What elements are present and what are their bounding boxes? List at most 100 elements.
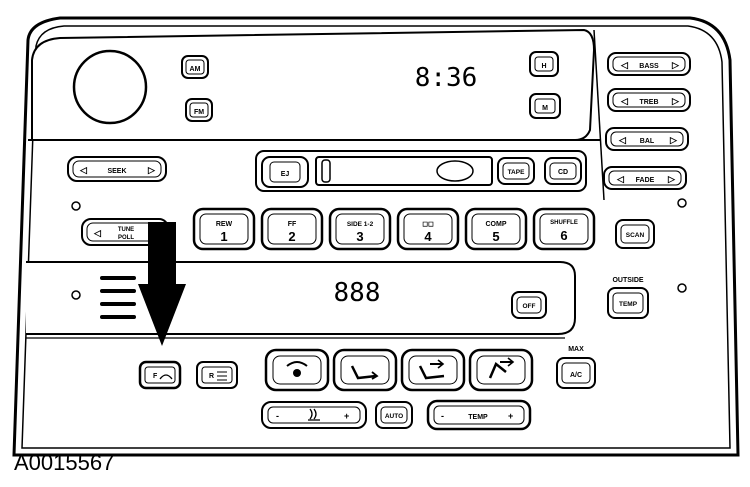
outside-label: OUTSIDE xyxy=(612,277,643,284)
vent-slots xyxy=(100,276,136,319)
audio-controls: ◁ BASS ▷ ◁ TREB ▷ ◁ BAL ▷ ◁ FADE ▷ xyxy=(603,52,691,190)
preset-4-top: ◻◻ xyxy=(422,221,434,228)
preset-1-top: REW xyxy=(216,221,233,228)
svg-text:◁: ◁ xyxy=(79,165,88,175)
preset-4-button[interactable]: ◻◻ 4 xyxy=(396,207,460,251)
auto-button[interactable]: AUTO xyxy=(375,401,413,429)
seek-rocker[interactable]: ◁ SEEK ▷ xyxy=(67,156,167,182)
defrost-floor-icon xyxy=(286,361,308,377)
svg-text:▷: ▷ xyxy=(667,174,676,184)
panel-vent-icon xyxy=(488,357,515,379)
preset-2-top: FF xyxy=(288,221,297,228)
mode-panel-button[interactable] xyxy=(468,348,534,392)
fade-label: FADE xyxy=(636,177,655,184)
mode-panel-floor-button[interactable] xyxy=(400,348,466,392)
cd-button[interactable]: CD xyxy=(544,157,582,185)
preset-3-num: 3 xyxy=(356,229,363,244)
temperature-rocker[interactable]: - TEMP + xyxy=(426,399,532,431)
bass-label: BASS xyxy=(639,63,659,70)
preset-5-button[interactable]: COMP 5 xyxy=(464,207,528,251)
climate-display-band xyxy=(26,261,576,335)
svg-text:◁: ◁ xyxy=(618,135,627,145)
figure-id: A0015567 xyxy=(14,450,115,475)
fan-plus: + xyxy=(344,411,349,421)
volume-knob[interactable] xyxy=(72,49,148,125)
scan-label: SCAN xyxy=(626,232,645,239)
tune-up-button[interactable]: H xyxy=(529,51,559,77)
seek-label: SEEK xyxy=(107,168,126,175)
temp-plus: + xyxy=(508,411,513,421)
am-button[interactable]: AM xyxy=(181,55,209,79)
climate-display: 888 xyxy=(334,278,381,308)
fan-speed-rocker[interactable]: - + xyxy=(261,401,367,429)
scan-button[interactable]: SCAN xyxy=(615,219,655,249)
fm-label: FM xyxy=(194,109,204,116)
svg-text:◁: ◁ xyxy=(620,96,629,106)
preset-1-num: 1 xyxy=(220,229,227,244)
preset-3-button[interactable]: SIDE 1-2 3 xyxy=(328,207,392,251)
tune-sub-label: POLL xyxy=(118,235,134,241)
treble-rocker[interactable]: ◁ TREB ▷ xyxy=(607,88,691,112)
front-defrost-label: F xyxy=(153,373,158,380)
preset-3-top: SIDE 1-2 xyxy=(347,221,374,228)
svg-text:◁: ◁ xyxy=(616,174,625,184)
preset-4-num: 4 xyxy=(424,229,432,244)
preset-1-button[interactable]: REW 1 xyxy=(192,207,256,251)
svg-text:▷: ▷ xyxy=(147,165,156,175)
tune-label: TUNE xyxy=(118,227,134,233)
clock-display: 8:36 xyxy=(415,63,478,93)
balance-rocker[interactable]: ◁ BAL ▷ xyxy=(605,127,689,151)
preset-6-num: 6 xyxy=(560,228,567,243)
temp-minus: - xyxy=(441,411,444,421)
preset-5-num: 5 xyxy=(492,229,499,244)
off-button[interactable]: OFF xyxy=(511,291,547,319)
svg-text:H: H xyxy=(541,63,546,70)
outside-temp-label: TEMP xyxy=(619,301,638,308)
ac-button[interactable]: A/C xyxy=(556,357,596,389)
tune-down-button[interactable]: M xyxy=(529,93,561,119)
svg-text:M: M xyxy=(542,105,548,112)
preset-5-top: COMP xyxy=(486,221,507,228)
svg-text:◁: ◁ xyxy=(620,60,629,70)
preset-6-button[interactable]: SHUFFLE 6 xyxy=(532,207,596,251)
floor-vent-icon xyxy=(350,365,379,380)
temp-label: TEMP xyxy=(468,414,488,421)
mode-floor-button[interactable] xyxy=(332,348,398,392)
tape-label: TAPE xyxy=(508,169,526,176)
preset-6-top: SHUFFLE xyxy=(550,220,578,226)
preset-2-num: 2 xyxy=(288,229,295,244)
panel-floor-icon xyxy=(418,359,445,380)
svg-text:▷: ▷ xyxy=(671,60,680,70)
balance-label: BAL xyxy=(640,138,655,145)
panel-bezel-inner xyxy=(21,25,731,449)
tape-button[interactable]: TAPE xyxy=(497,157,535,185)
preset-buttons: REW 1 FF 2 SIDE 1-2 3 ◻◻ 4 COMP 5 xyxy=(192,207,596,251)
front-defrost-button[interactable]: F xyxy=(138,360,182,390)
max-label: MAX xyxy=(568,346,584,353)
off-label: OFF xyxy=(523,303,536,310)
svg-text:◁: ◁ xyxy=(93,228,102,238)
bass-rocker[interactable]: ◁ BASS ▷ xyxy=(607,52,691,76)
svg-text:▷: ▷ xyxy=(671,96,680,106)
preset-2-button[interactable]: FF 2 xyxy=(260,207,324,251)
outside-temp-button[interactable]: TEMP xyxy=(607,287,649,319)
cd-label: CD xyxy=(558,169,568,176)
radio-face xyxy=(31,28,596,141)
fan-minus: - xyxy=(276,411,279,421)
rear-defrost-label: R xyxy=(209,373,214,380)
treble-label: TREB xyxy=(639,99,658,106)
ac-label: A/C xyxy=(570,372,582,379)
svg-text:▷: ▷ xyxy=(669,135,678,145)
am-label: AM xyxy=(190,66,201,73)
rear-defrost-button[interactable]: R xyxy=(196,361,238,389)
auto-label: AUTO xyxy=(385,413,403,420)
eject-button[interactable]: EJ xyxy=(261,156,309,188)
cd-slot-icon xyxy=(436,160,474,182)
mode-defrost-floor-button[interactable] xyxy=(264,348,330,392)
eject-label: EJ xyxy=(281,171,290,178)
callout-arrow xyxy=(138,222,186,346)
fm-button[interactable]: FM xyxy=(185,98,213,122)
fan-icon xyxy=(308,408,320,421)
fade-rocker[interactable]: ◁ FADE ▷ xyxy=(603,166,687,190)
